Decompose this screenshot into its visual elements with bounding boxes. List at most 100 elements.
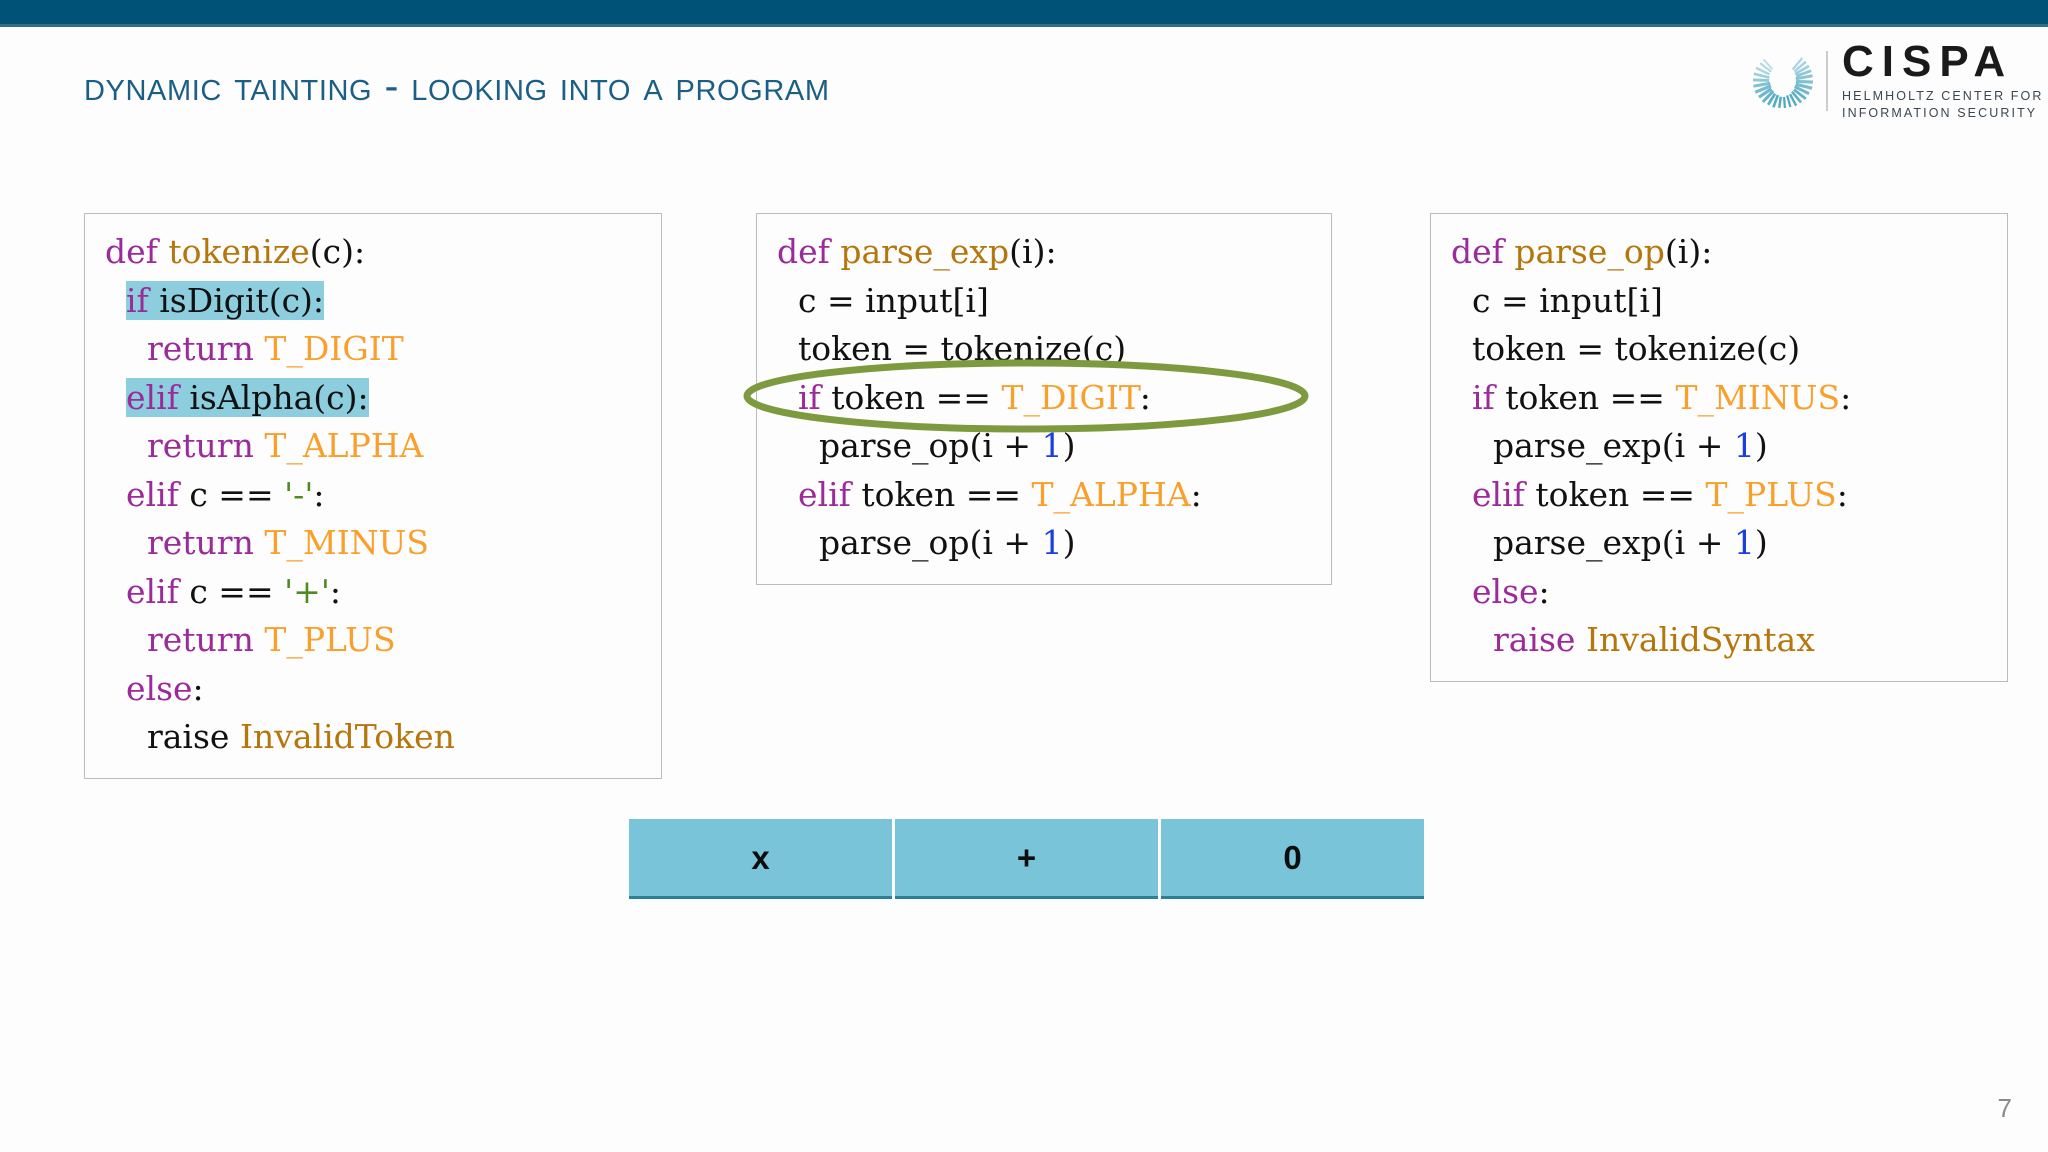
input-table-cell[interactable]: x [629,819,892,899]
code-token-id: : [1139,377,1151,417]
logo-subtitle-line-2: INFORMATION SECURITY [1842,105,2038,120]
code-token-id: : [192,668,204,708]
code-token-kw: elif [125,474,190,514]
code-line: elif isAlpha(c): [105,374,641,423]
code-line: return T_DIGIT [105,325,641,374]
code-span: elif token == T_PLUS: [1472,475,1848,514]
code-token-id: c = input[i] [797,280,989,320]
code-indent [777,329,798,368]
code-span: parse_op(i + 1) [819,523,1075,562]
code-token-kw: def [105,232,169,271]
code-token-num: 1 [1733,523,1755,562]
code-line: return T_ALPHA [105,422,641,471]
code-line: if token == T_DIGIT: [777,374,1311,423]
code-span: else: [1472,572,1550,611]
code-token-id: token == [1535,474,1706,514]
code-indent [105,329,147,368]
code-indent [1451,620,1493,659]
code-indent [105,572,126,611]
highlighted-code-span: if isDigit(c): [125,280,325,320]
highlighted-code-span: elif isAlpha(c): [125,377,369,417]
code-indent [105,281,126,320]
code-span: return T_PLUS [147,620,396,659]
code-token-kw: elif [125,377,190,417]
code-indent [105,378,126,417]
code-span: token = tokenize(c) [1472,329,1800,368]
code-line: if isDigit(c): [105,277,641,326]
logo-divider [1826,51,1828,111]
code-token-fn: InvalidSyntax [1585,620,1815,659]
code-token-id: token = tokenize(c) [797,329,1127,368]
code-line: token = tokenize(c) [777,325,1311,374]
code-token-id: raise [146,717,240,756]
code-token-cst: T_ALPHA [1031,474,1191,514]
code-token-id: ) [1062,523,1076,562]
code-indent [105,475,126,514]
code-indent [777,523,819,562]
code-span: parse_exp(i + 1) [1493,426,1768,465]
code-line: elif c == '-': [105,471,641,520]
code-span: def parse_exp(i): [777,232,1057,271]
code-span: def parse_op(i): [1451,232,1712,271]
code-indent [1451,329,1472,368]
code-span: if token == T_MINUS: [1472,378,1851,417]
code-indent [777,426,819,465]
code-token-cst: T_DIGIT [264,329,404,368]
code-token-id: parse_op(i + [818,426,1042,465]
code-token-kw: if [797,377,832,417]
code-line: parse_exp(i + 1) [1451,519,1987,568]
code-token-kw: elif [797,474,862,514]
input-table-cell[interactable]: + [895,819,1158,899]
code-token-kw: return [146,426,265,465]
code-line: token = tokenize(c) [1451,325,1987,374]
code-token-cst: T_DIGIT [1001,377,1140,417]
code-token-id: : [1840,377,1852,417]
code-token-id: token == [861,474,1032,514]
code-line: if token == T_MINUS: [1451,374,1987,423]
code-token-id: (c): [309,232,366,271]
code-indent [1451,378,1472,417]
code-token-kw: return [146,329,265,368]
code-token-id: c == [189,474,285,514]
code-token-kw: return [146,523,265,562]
code-line: return T_MINUS [105,519,641,568]
code-span: return T_ALPHA [147,426,423,465]
code-token-kw: else [1471,571,1539,611]
code-indent [105,620,147,659]
code-token-kw: if [1471,377,1506,417]
code-token-id: : [1190,474,1202,514]
code-token-id: token = tokenize(c) [1471,329,1801,368]
code-span: raise InvalidSyntax [1493,620,1815,659]
code-span: else: [126,669,204,708]
code-indent [105,669,126,708]
code-span: token = tokenize(c) [798,329,1126,368]
code-indent [777,475,798,514]
code-box-parse-op: def parse_op(i): c = input[i] token = to… [1430,213,2008,682]
code-indent [1451,426,1493,465]
code-indent [105,426,147,465]
code-line: def tokenize(c): [105,228,641,277]
input-table-cell[interactable]: 0 [1161,819,1424,899]
code-span: c = input[i] [798,281,989,320]
top-accent-bar [0,0,2048,24]
code-token-cst: T_ALPHA [264,426,424,465]
code-token-id: c == [189,571,285,611]
code-token-id: ) [1062,426,1076,465]
code-token-cst: T_MINUS [264,523,429,562]
code-indent [1451,523,1493,562]
code-span: parse_exp(i + 1) [1493,523,1768,562]
code-indent [1451,572,1472,611]
logo-subtitle-line-1: HELMHOLTZ CENTER FOR [1842,89,2044,104]
code-token-id: : [1836,474,1848,514]
code-token-id: : [1538,571,1550,611]
code-span: return T_MINUS [147,523,429,562]
code-line: else: [1451,568,1987,617]
code-span: if token == T_DIGIT: [798,378,1151,417]
code-box-tokenize: def tokenize(c): if isDigit(c): return T… [84,213,662,779]
code-token-id: ) [1754,523,1768,562]
code-token-kw: return [146,620,265,659]
